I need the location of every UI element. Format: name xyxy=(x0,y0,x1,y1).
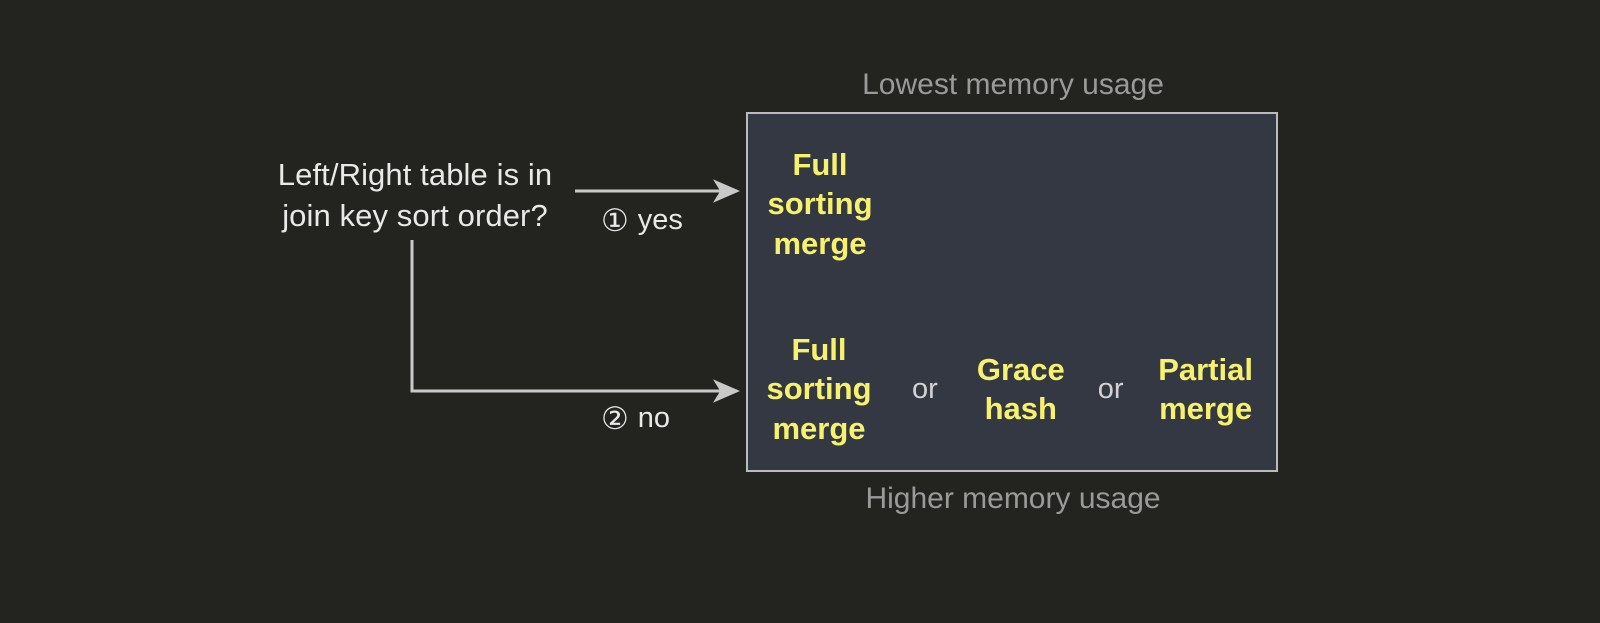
decision-question: Left/Right table is in join key sort ord… xyxy=(277,157,553,233)
caption-higher-memory: Higher memory usage xyxy=(865,482,1161,515)
panel-row-sorted: Full sorting merge xyxy=(748,134,1276,274)
join-strategy-panel: Full sorting merge Full sorting merge or… xyxy=(746,112,1278,472)
option-grace-hash: Grace hash xyxy=(976,351,1065,426)
separator-or-2: or xyxy=(1097,372,1124,405)
connector-no xyxy=(410,240,740,403)
separator-or-1: or xyxy=(912,372,938,405)
option-partial-merge: Partial merge xyxy=(1158,351,1253,426)
branch-text-yes: yes xyxy=(637,204,683,236)
panel-row-unsorted: Full sorting merge or Grace hash or Part… xyxy=(748,319,1276,459)
branch-text-no: no xyxy=(637,402,671,434)
option-full-sorting-merge-bottom: Full sorting merge xyxy=(766,332,872,446)
branch-label-no: ② no xyxy=(601,403,670,434)
caption-lowest-memory: Lowest memory usage xyxy=(862,68,1164,101)
branch-marker-1: ① xyxy=(601,203,629,238)
option-full-sorting-merge-top: Full sorting merge xyxy=(767,147,873,261)
branch-label-yes: ① yes xyxy=(601,205,683,236)
branch-marker-2: ② xyxy=(601,401,629,436)
